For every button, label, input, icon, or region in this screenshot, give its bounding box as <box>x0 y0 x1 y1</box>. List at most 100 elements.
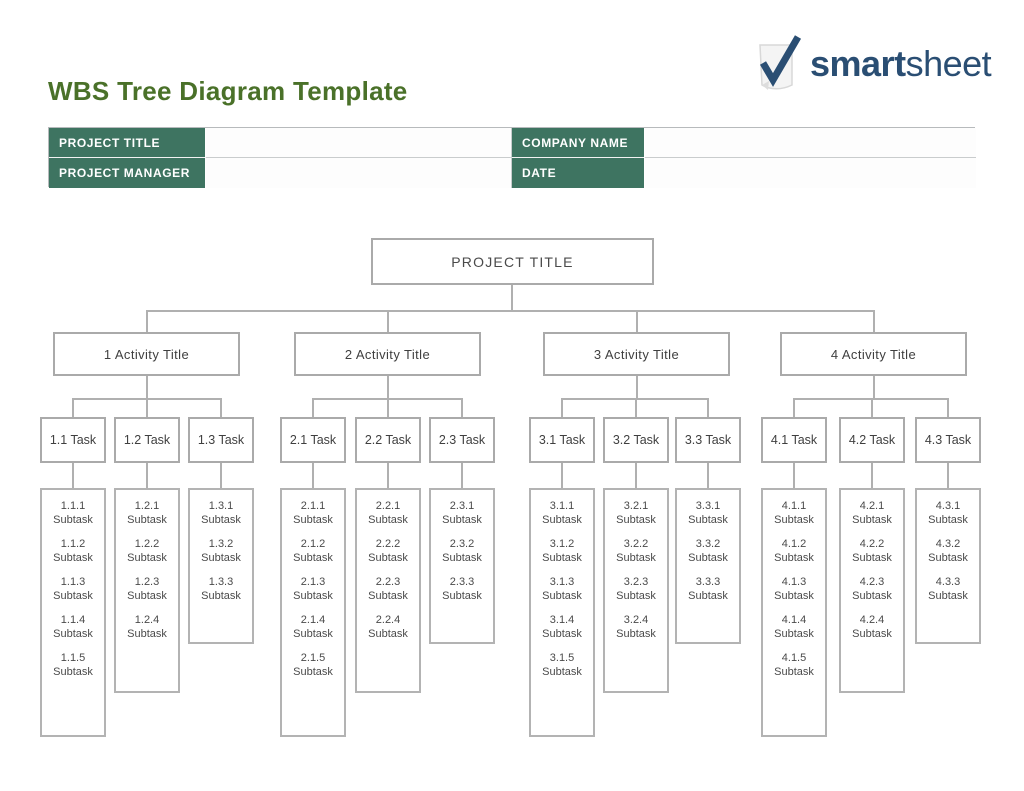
connector-line <box>312 398 314 417</box>
task-box[interactable]: 1.2 Task <box>114 417 180 463</box>
task-box[interactable]: 1.1 Task <box>40 417 106 463</box>
task-box[interactable]: 4.2 Task <box>839 417 905 463</box>
subtask-word: Subtask <box>616 628 656 640</box>
subtask-number: 1.2.2 <box>134 538 160 550</box>
subtask-word: Subtask <box>293 590 333 602</box>
subtask-number: 2.1.5 <box>300 652 326 664</box>
activity-box[interactable]: 1 Activity Title <box>53 332 240 376</box>
subtask-word: Subtask <box>442 514 482 526</box>
subtask-word: Subtask <box>774 628 814 640</box>
company-name-value-cell[interactable] <box>645 128 976 158</box>
task-box[interactable]: 1.3 Task <box>188 417 254 463</box>
subtask-number: 2.3.2 <box>449 538 475 550</box>
subtask-word: Subtask <box>53 590 93 602</box>
subtask-number: 4.2.4 <box>859 614 885 626</box>
activity-box[interactable]: 3 Activity Title <box>543 332 730 376</box>
subtask-number: 4.1.1 <box>781 500 807 512</box>
task-box[interactable]: 3.2 Task <box>603 417 669 463</box>
subtask-number: 1.1.4 <box>60 614 86 626</box>
task-box[interactable]: 4.1 Task <box>761 417 827 463</box>
task-box[interactable]: 3.3 Task <box>675 417 741 463</box>
subtask-number: 3.1.4 <box>549 614 575 626</box>
subtask-number: 1.3.2 <box>208 538 234 550</box>
task-box[interactable]: 3.1 Task <box>529 417 595 463</box>
task-box-label: 2.2 Task <box>364 433 412 447</box>
subtask-number: 4.2.2 <box>859 538 885 550</box>
task-box[interactable]: 4.3 Task <box>915 417 981 463</box>
subtask-number: 3.3.2 <box>695 538 721 550</box>
subtask-word: Subtask <box>53 666 93 678</box>
connector-line <box>145 310 148 332</box>
date-value-cell[interactable] <box>645 158 976 188</box>
task-box-label: 1.2 Task <box>123 433 171 447</box>
connector-line <box>635 376 638 398</box>
logo-text-smart: smart <box>810 43 906 84</box>
activity-box-label: 4 Activity Title <box>830 346 917 362</box>
subtask-word: Subtask <box>774 666 814 678</box>
subtask-word: Subtask <box>293 552 333 564</box>
subtask-number: 3.2.4 <box>623 614 649 626</box>
connector-line <box>72 463 74 488</box>
activity-box[interactable]: 4 Activity Title <box>780 332 967 376</box>
task-box[interactable]: 2.3 Task <box>429 417 495 463</box>
subtask-word: Subtask <box>368 514 408 526</box>
project-title-value-cell[interactable] <box>206 128 512 158</box>
task-box-label: 2.1 Task <box>289 433 337 447</box>
subtask-number: 2.2.1 <box>375 500 401 512</box>
subtask-word: Subtask <box>928 514 968 526</box>
subtask-word: Subtask <box>616 590 656 602</box>
subtask-number: 4.1.2 <box>781 538 807 550</box>
connector-line <box>220 463 222 488</box>
task-box[interactable]: 2.2 Task <box>355 417 421 463</box>
subtask-number: 2.2.2 <box>375 538 401 550</box>
tree-root-box[interactable]: PROJECT TITLE <box>371 238 654 285</box>
project-manager-value-cell[interactable] <box>206 158 512 188</box>
subtask-number: 1.3.1 <box>208 500 234 512</box>
subtask-word: Subtask <box>852 514 892 526</box>
subtask-number: 2.2.3 <box>375 576 401 588</box>
subtask-word: Subtask <box>688 552 728 564</box>
subtask-number: 4.3.2 <box>935 538 961 550</box>
activity-box[interactable]: 2 Activity Title <box>294 332 481 376</box>
connector-line <box>145 376 148 398</box>
subtask-number: 2.1.2 <box>300 538 326 550</box>
task-box[interactable]: 2.1 Task <box>280 417 346 463</box>
project-manager-label-cell: PROJECT MANAGER <box>49 158 206 188</box>
subtask-number: 4.1.5 <box>781 652 807 664</box>
subtask-word: Subtask <box>542 628 582 640</box>
subtask-word: Subtask <box>127 552 167 564</box>
connector-line <box>635 310 638 332</box>
subtask-word: Subtask <box>201 514 241 526</box>
subtask-number: 3.2.1 <box>623 500 649 512</box>
connector-line <box>387 463 389 488</box>
